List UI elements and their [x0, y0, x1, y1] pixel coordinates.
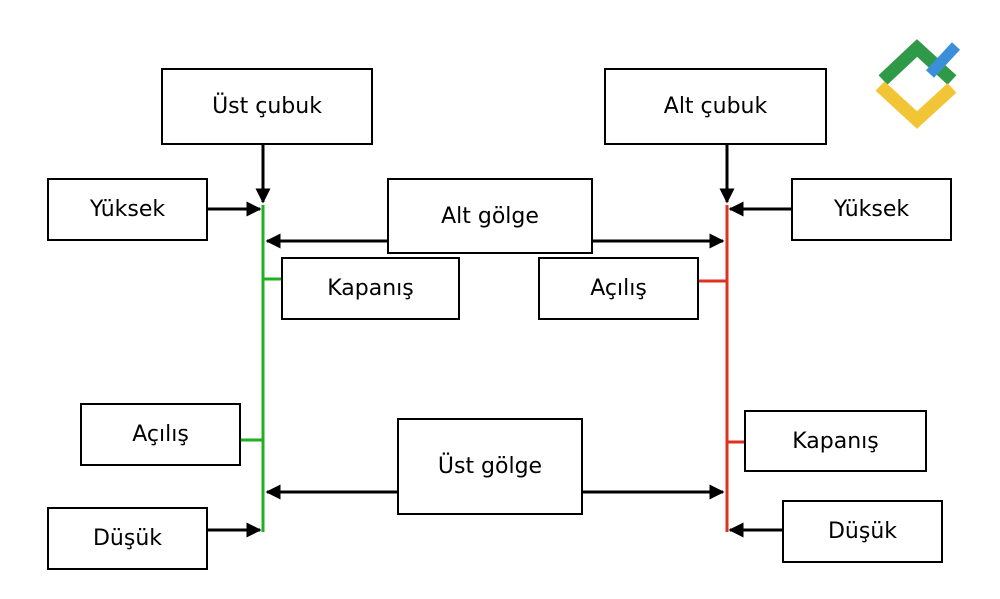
label-upper-bar: Üst çubuk — [161, 68, 373, 145]
label-low-right: Düşük — [782, 500, 943, 563]
label-open-right: Açılış — [538, 257, 699, 320]
label-high-right: Yüksek — [791, 178, 952, 241]
label-close-left: Kapanış — [281, 257, 460, 320]
label-upper-shadow: Üst gölge — [397, 418, 583, 515]
label-low-left: Düşük — [47, 507, 208, 570]
label-open-left: Açılış — [80, 403, 241, 466]
brand-logo-icon — [875, 39, 961, 129]
label-lower-bar: Alt çubuk — [604, 68, 827, 145]
label-close-right: Kapanış — [744, 410, 927, 472]
label-high-left: Yüksek — [47, 178, 208, 241]
label-lower-shadow: Alt gölge — [387, 178, 593, 254]
